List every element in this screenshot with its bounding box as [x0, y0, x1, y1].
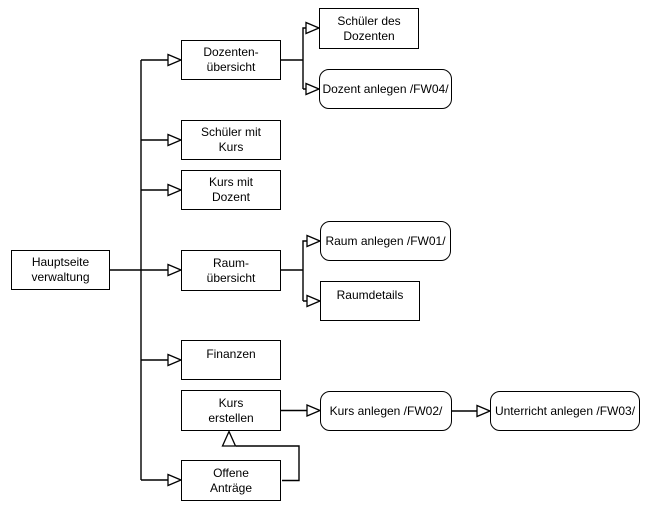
node-schueler-des-dozenten: Schüler des Dozenten: [319, 8, 419, 49]
node-label: Finanzen: [206, 347, 256, 361]
node-raum-anlegen-fw01: Raum anlegen /FW01/: [320, 221, 451, 261]
node-finanzen: Finanzen: [181, 340, 281, 380]
node-schueler-mit-kurs: Schüler mit Kurs: [181, 120, 281, 160]
arrowhead-icon: [476, 404, 492, 418]
arrowhead-icon: [306, 294, 322, 308]
edge-dozentenuebersicht-children: [281, 21, 321, 96]
edge-offene-antraege-kurs-erstellen: [221, 429, 300, 482]
node-label: Raum- übersicht: [206, 255, 256, 285]
node-kurs-anlegen-fw02: Kurs anlegen /FW02/: [320, 391, 452, 431]
arrowhead-icon: [167, 133, 183, 147]
arrowhead-icon: [167, 183, 183, 197]
node-label: Schüler mit Kurs: [200, 125, 262, 154]
node-unterricht-anlegen-fw03: Unterricht anlegen /FW03/: [490, 391, 640, 431]
arrowhead-icon: [167, 473, 183, 487]
node-label: Kurs anlegen /FW02/: [329, 403, 443, 418]
node-label: Schüler des Dozenten: [337, 13, 401, 43]
arrowhead-icon: [305, 21, 321, 35]
edge-hauptseite-kurs-mit-dozent: [141, 183, 183, 197]
node-label: Kurs mit Dozent: [208, 175, 253, 204]
node-label: Raumdetails: [336, 288, 404, 302]
arrowhead-icon: [167, 263, 183, 277]
node-raum-uebersicht: Raum- übersicht: [181, 250, 281, 291]
arrowhead-icon: [305, 82, 321, 96]
node-label: Offene Anträge: [209, 465, 253, 495]
node-label: Hauptseite verwaltung: [31, 255, 90, 284]
edge-hauptseite-offene-antraege: [141, 473, 183, 487]
edge-hauptseite-trunk: [110, 60, 183, 480]
node-label: Unterricht anlegen /FW03/: [494, 403, 636, 418]
edge-kurs-anlegen-unterricht-anlegen: [452, 404, 492, 418]
node-raumdetails: Raumdetails: [320, 281, 420, 321]
edge-hauptseite-dozentenuebersicht: [141, 53, 183, 67]
node-kurs-erstellen: Kurs erstellen: [181, 390, 281, 431]
arrowhead-icon: [306, 234, 322, 248]
node-dozent-anlegen-fw04: Dozent anlegen /FW04/: [319, 69, 452, 109]
node-hauptseite-verwaltung: Hauptseite verwaltung: [11, 250, 110, 290]
node-label: Dozent anlegen /FW04/: [322, 81, 449, 96]
arrowhead-icon: [221, 429, 237, 447]
arrowhead-icon: [306, 404, 322, 417]
edge-hauptseite-finanzen: [141, 353, 183, 367]
edge-kurs-erstellen-kurs-anlegen: [281, 404, 322, 417]
node-label: Raum anlegen /FW01/: [325, 233, 446, 248]
node-dozenten-uebersicht: Dozenten- übersicht: [181, 40, 281, 80]
node-label: Dozenten- übersicht: [203, 45, 259, 74]
edge-raumuebersicht-children: [281, 234, 322, 308]
arrowhead-icon: [167, 353, 183, 367]
arrowhead-icon: [167, 53, 183, 67]
node-label: Kurs erstellen: [208, 395, 254, 425]
edge-hauptseite-schueler-mit-kurs: [141, 133, 183, 147]
node-kurs-mit-dozent: Kurs mit Dozent: [181, 170, 281, 210]
node-offene-antraege: Offene Anträge: [181, 460, 281, 501]
